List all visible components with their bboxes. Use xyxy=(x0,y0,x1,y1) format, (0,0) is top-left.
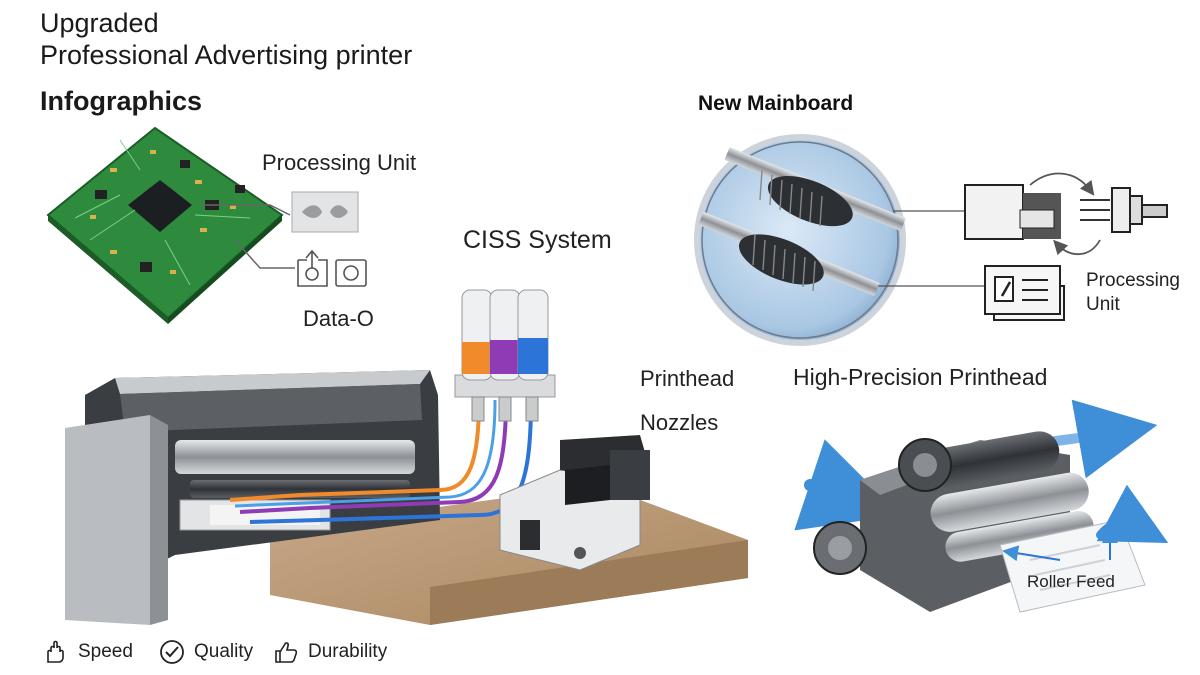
nozzles-label: Nozzles xyxy=(640,410,719,435)
feature-quality: Quality xyxy=(158,638,253,666)
feature-quality-label: Quality xyxy=(194,641,254,662)
processing-unit-label-left: Processing Unit xyxy=(262,150,417,175)
roller-feed-label: Roller Feed xyxy=(1027,572,1115,591)
feature-durability: Durability xyxy=(272,638,387,666)
mainboard-bubble xyxy=(694,134,906,346)
processing-unit-label-right-1: Processing xyxy=(1086,270,1180,291)
ciss-tanks xyxy=(454,289,556,422)
title-line-2: Professional Advertising printer xyxy=(40,40,413,70)
printhead-label: Printhead xyxy=(640,366,735,391)
data-o-label: Data-O xyxy=(303,306,374,331)
pcb-board xyxy=(46,126,295,324)
callout-lines xyxy=(878,210,985,287)
title-line-1: Upgraded xyxy=(40,8,159,38)
new-mainboard-label: New Mainboard xyxy=(698,92,854,115)
processor-box-icon xyxy=(964,172,1168,256)
processing-unit-chip-icon xyxy=(291,191,359,233)
printhead-assembly xyxy=(499,435,650,571)
check-circle-icon xyxy=(160,640,184,664)
ciss-system-label: CISS System xyxy=(463,226,612,254)
thumbs-up-icon xyxy=(275,642,298,663)
document-icon xyxy=(984,265,1065,321)
hand-icon xyxy=(47,640,64,663)
title-line-3: Infographics xyxy=(40,86,203,116)
roller-feed-mechanism xyxy=(794,399,1169,613)
processing-unit-label-right-2: Unit xyxy=(1086,294,1120,315)
data-o-icons xyxy=(297,249,367,287)
feature-speed-label: Speed xyxy=(78,641,133,662)
feature-speed: Speed xyxy=(42,638,133,666)
high-precision-printhead-label: High-Precision Printhead xyxy=(793,364,1048,390)
feature-durability-label: Durability xyxy=(308,641,388,662)
